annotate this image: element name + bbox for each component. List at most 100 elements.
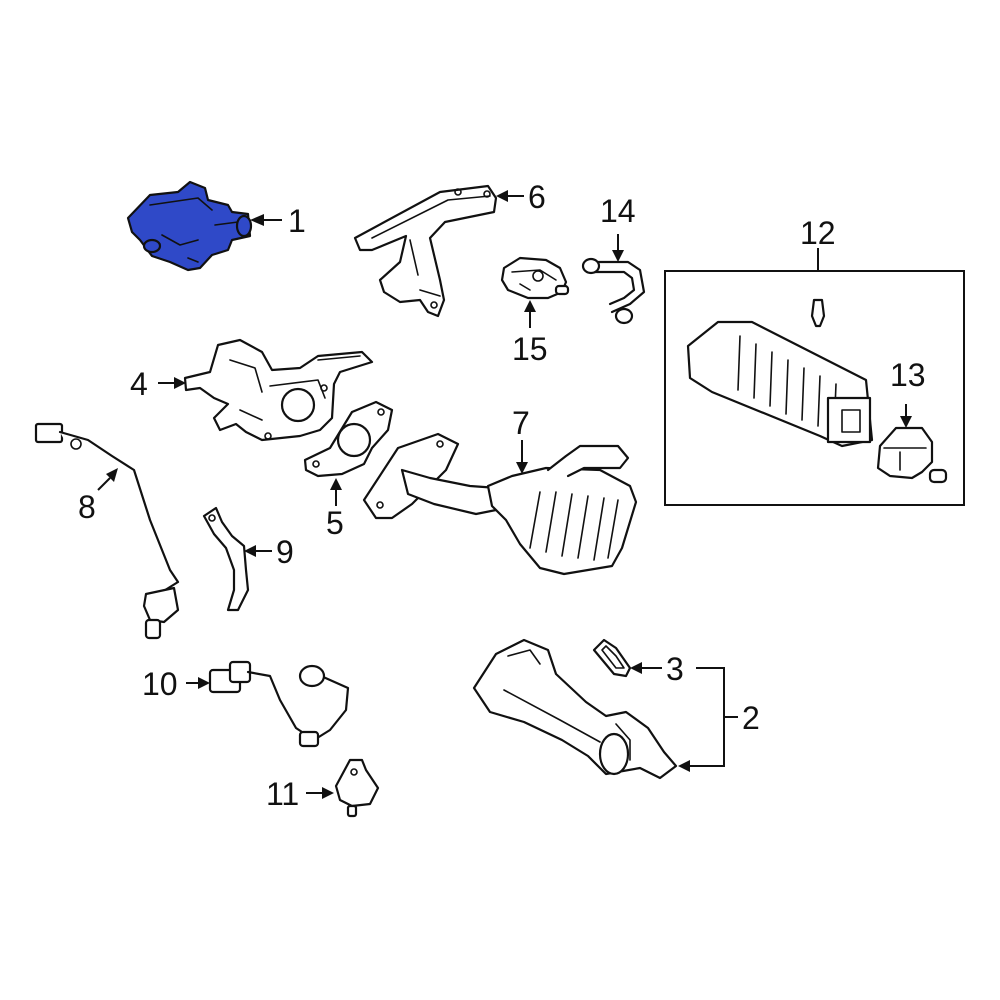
arrow-6 bbox=[496, 190, 508, 202]
part-12-end-detail bbox=[841, 409, 861, 433]
callout-6: 6 bbox=[528, 179, 546, 215]
part-5-bore bbox=[336, 422, 372, 458]
callout-2: 2 bbox=[742, 700, 760, 736]
part-6-hole-a bbox=[454, 188, 462, 196]
part-6-hole-c bbox=[430, 301, 438, 309]
part-11-tab bbox=[346, 804, 358, 818]
arrow-9 bbox=[244, 545, 256, 557]
part-1-detail bbox=[144, 197, 239, 263]
part-5-hole-a bbox=[377, 408, 385, 416]
part-6-hole-b bbox=[483, 190, 491, 198]
part-6-detail bbox=[371, 195, 491, 297]
part-9-hole bbox=[208, 514, 216, 522]
part-4-valve-assembly[interactable] bbox=[183, 338, 374, 442]
part-11-hole bbox=[350, 768, 358, 776]
arrow-5 bbox=[330, 478, 342, 490]
part-10-head bbox=[298, 664, 326, 688]
part-15-sensor[interactable] bbox=[500, 256, 570, 300]
leader-2-bracket bbox=[690, 667, 738, 767]
callout-11: 11 bbox=[266, 776, 299, 812]
arrow-15 bbox=[524, 300, 536, 312]
part-3-seal[interactable] bbox=[592, 638, 632, 678]
callout-7: 7 bbox=[512, 405, 530, 441]
arrow-8 bbox=[106, 468, 118, 482]
part-12-end-cap bbox=[826, 396, 872, 444]
part-11-clip[interactable] bbox=[334, 758, 380, 818]
part-15-nipple bbox=[554, 284, 570, 296]
part-12-ribs bbox=[737, 335, 837, 433]
part-13-body bbox=[876, 426, 934, 480]
part-12-pin bbox=[810, 298, 826, 328]
part-14-hose[interactable] bbox=[581, 257, 646, 325]
callout-15: 15 bbox=[512, 331, 548, 367]
arrow-7 bbox=[516, 462, 528, 474]
callout-14: 14 bbox=[600, 193, 636, 229]
part-2-outlet bbox=[598, 732, 630, 776]
part-7-flange-hole-b bbox=[436, 440, 444, 448]
part-2-body bbox=[472, 638, 678, 780]
part-8-body bbox=[142, 586, 180, 624]
arrow-10 bbox=[198, 677, 210, 689]
part-3-outer bbox=[592, 638, 632, 678]
arrow-14 bbox=[612, 250, 624, 262]
part-4-body bbox=[183, 338, 374, 442]
part-2-detail bbox=[503, 649, 631, 761]
part-7-fins bbox=[529, 491, 619, 561]
part-10-wire bbox=[246, 670, 350, 742]
part-9-shape bbox=[202, 506, 250, 612]
callout-12: 12 bbox=[800, 215, 836, 251]
part-12-group-frame bbox=[664, 270, 965, 506]
part-4-detail bbox=[229, 355, 361, 421]
part-14-tube-inner bbox=[590, 270, 636, 306]
part-8-tip bbox=[144, 618, 162, 640]
callout-1: 1 bbox=[288, 203, 306, 239]
part-14-end-bottom bbox=[614, 307, 634, 325]
part-4-flange-bore bbox=[280, 387, 316, 423]
part-11-shape bbox=[334, 758, 380, 808]
part-12-canister[interactable] bbox=[686, 298, 874, 448]
arrow-1 bbox=[250, 214, 264, 226]
arrow-11 bbox=[322, 787, 334, 799]
part-13-nipple bbox=[928, 468, 948, 484]
part-2-intake-duct[interactable] bbox=[472, 638, 678, 780]
callout-10: 10 bbox=[142, 666, 178, 702]
arrow-2 bbox=[678, 760, 690, 772]
part-10-sensor[interactable] bbox=[208, 660, 350, 748]
part-14-end-top bbox=[581, 257, 601, 275]
leader-8 bbox=[97, 477, 111, 491]
callout-4: 4 bbox=[130, 366, 148, 402]
part-1-port-right bbox=[235, 214, 253, 238]
arrow-13 bbox=[900, 416, 912, 428]
part-1-body bbox=[126, 180, 252, 272]
part-6-bracket[interactable] bbox=[353, 184, 498, 318]
part-9-bracket[interactable] bbox=[202, 506, 250, 612]
leader-lines bbox=[97, 190, 912, 799]
part-13-valve[interactable] bbox=[876, 426, 948, 484]
part-13-detail bbox=[883, 447, 927, 471]
part-8-clip bbox=[70, 438, 82, 450]
arrow-4 bbox=[174, 377, 186, 389]
part-7-egr-cooler[interactable] bbox=[362, 432, 638, 576]
part-4-bolt-b bbox=[264, 432, 272, 440]
arrow-3 bbox=[630, 662, 642, 674]
callout-13: 13 bbox=[890, 357, 926, 393]
part-5-gasket[interactable] bbox=[303, 400, 394, 478]
part-15-detail bbox=[511, 269, 557, 291]
part-7-flange-hole-a bbox=[376, 501, 384, 509]
part-5-hole-b bbox=[312, 460, 320, 468]
callout-3: 3 bbox=[666, 651, 684, 687]
callout-labels: 1 6 14 15 4 7 5 12 13 8 9 10 11 3 2 bbox=[78, 179, 926, 812]
part-1-highlighted-valve[interactable] bbox=[126, 180, 253, 272]
part-15-port bbox=[532, 270, 544, 282]
part-1-port-left bbox=[142, 238, 162, 254]
callout-5: 5 bbox=[326, 505, 344, 541]
part-6-shape bbox=[353, 184, 498, 318]
part-3-inner bbox=[601, 645, 625, 669]
part-8-oxygen-sensor[interactable] bbox=[34, 422, 180, 640]
part-4-bolt-a bbox=[320, 384, 328, 392]
part-7-outlet-tube bbox=[546, 444, 630, 478]
part-8-connector bbox=[34, 422, 64, 444]
callout-8: 8 bbox=[78, 489, 96, 525]
part-10-grommet bbox=[298, 730, 320, 748]
